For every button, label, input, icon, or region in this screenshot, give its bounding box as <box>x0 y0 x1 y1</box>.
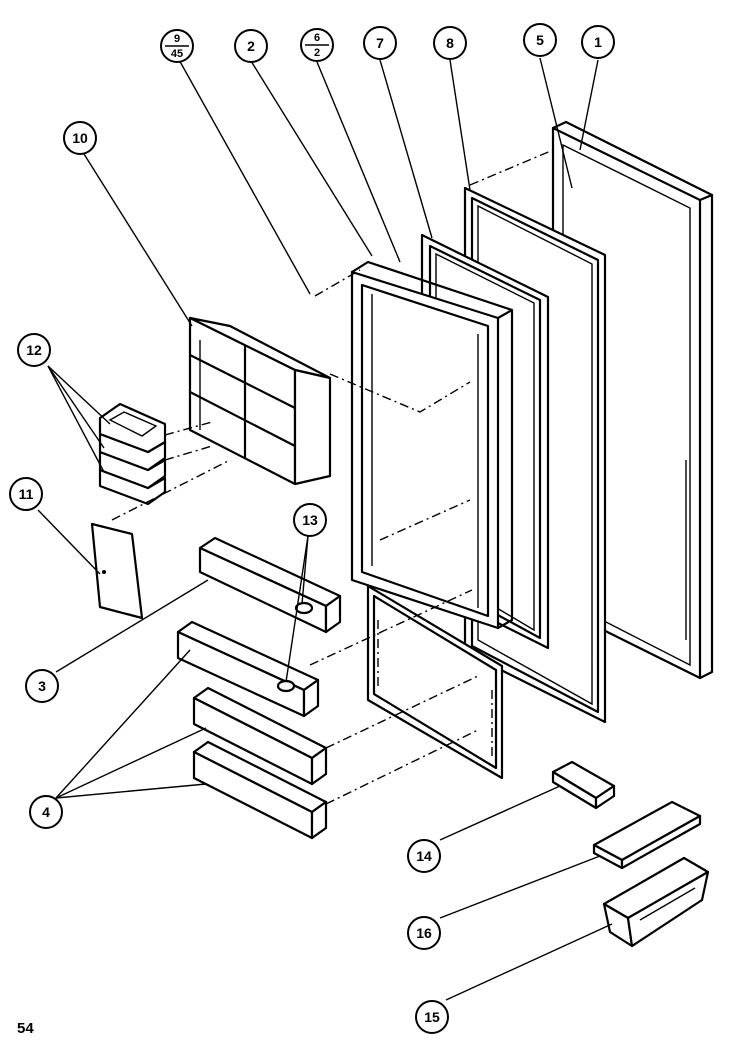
callout-4: 4 <box>29 795 63 829</box>
callout-16: 16 <box>407 916 441 950</box>
callout-label: 14 <box>416 848 432 864</box>
callout-3: 3 <box>25 669 59 703</box>
callout-sublabel: 2 <box>314 47 320 59</box>
callout-label: 13 <box>302 512 318 528</box>
callout-label: 5 <box>536 32 544 48</box>
callout-5: 5 <box>523 23 557 57</box>
door-liner <box>350 260 514 630</box>
callout-label: 15 <box>424 1009 440 1025</box>
callout-label: 6 <box>314 32 320 44</box>
page-number: 54 <box>17 1020 34 1037</box>
callout-1: 1 <box>581 25 615 59</box>
callout-13: 13 <box>293 503 327 537</box>
callout-10: 10 <box>63 121 97 155</box>
small-tray <box>551 760 616 810</box>
assembly-lines <box>111 149 554 805</box>
callout-label: 1 <box>594 34 602 50</box>
cover-plate <box>90 522 144 620</box>
shelf-rack <box>188 316 332 486</box>
callout-14: 14 <box>407 839 441 873</box>
callout-label: 3 <box>38 678 46 694</box>
callout-label: 2 <box>247 38 255 54</box>
callout-11: 11 <box>9 477 43 511</box>
callout-9-45: 9 45 <box>160 29 194 63</box>
bin-clips <box>276 601 314 693</box>
door-bin-top <box>198 536 342 634</box>
callout-12: 12 <box>17 333 51 367</box>
door-bins <box>176 620 328 840</box>
callout-label: 10 <box>72 130 88 146</box>
callout-label: 4 <box>42 804 50 820</box>
leader-lines <box>37 57 613 1001</box>
callout-label: 8 <box>446 35 454 51</box>
storage-containers <box>98 402 167 506</box>
callout-label: 12 <box>26 342 42 358</box>
callout-15: 15 <box>415 1000 449 1034</box>
callout-label: 11 <box>19 486 34 502</box>
ice-bin-cover <box>592 800 702 870</box>
callout-label: 7 <box>376 35 384 51</box>
door-liner-lower <box>366 584 504 780</box>
callout-label: 16 <box>416 925 432 941</box>
callout-sublabel: 45 <box>171 48 183 60</box>
callout-6-2: 6 2 <box>300 28 334 62</box>
ice-bin <box>602 856 710 948</box>
callout-8: 8 <box>433 26 467 60</box>
callout-7: 7 <box>363 26 397 60</box>
callout-2: 2 <box>234 29 268 63</box>
callout-label: 9 <box>174 33 180 45</box>
